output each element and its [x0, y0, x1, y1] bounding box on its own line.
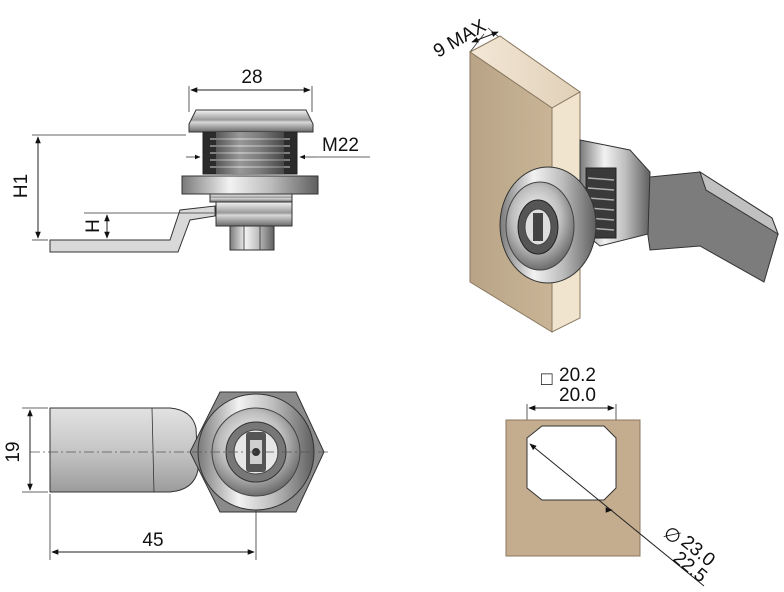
- square-symbol: □: [541, 369, 553, 390]
- panel-cutout: □ 20.2 20.0 ∅ 23.0 22.5: [505, 365, 719, 587]
- lock-head: [188, 109, 314, 133]
- dim-h-label: H: [83, 219, 104, 233]
- cutout-hole: [526, 425, 617, 501]
- dim-cutout-inner-label: 20.0: [559, 385, 596, 406]
- cam-hub: [215, 201, 293, 227]
- washer: [209, 193, 293, 203]
- dim-45-label: 45: [142, 530, 163, 551]
- retaining-screw: [229, 225, 275, 251]
- isometric-view: 9 MAX: [430, 15, 779, 333]
- cam-arm-side: [49, 205, 216, 253]
- hex-nut: [181, 175, 319, 195]
- dim-h1-label: H1: [11, 174, 32, 198]
- dim-cutout-outer-label: 20.2: [559, 365, 596, 386]
- dim-19-label: 19: [3, 441, 24, 462]
- top-view: 19 45: [3, 391, 330, 560]
- side-view: 28 M22 H1: [11, 67, 370, 253]
- cam-arm-top: [49, 407, 199, 493]
- dim-28-label: 28: [241, 67, 262, 88]
- dim-m22-label: M22: [322, 135, 359, 156]
